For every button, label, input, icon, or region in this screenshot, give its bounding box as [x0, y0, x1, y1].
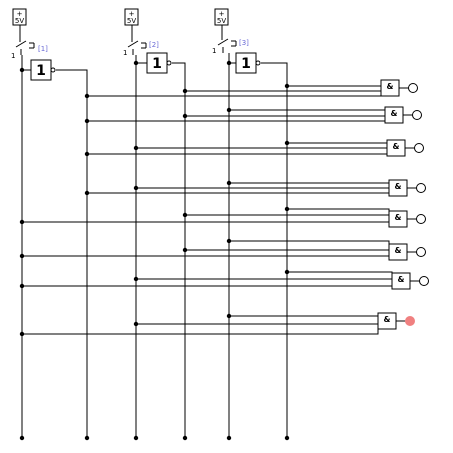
- not-gate-label-2: 1: [152, 56, 162, 72]
- junction-icon: [19, 253, 25, 259]
- and-gate-label: &: [395, 213, 402, 222]
- junction-icon: [133, 145, 139, 151]
- led-icon: [412, 110, 422, 120]
- and-gate-7: &: [391, 272, 429, 290]
- junction-icon: [182, 88, 188, 94]
- and-gate-label: &: [393, 142, 400, 151]
- switch-icon[interactable]: [127, 25, 147, 55]
- junction-icon: [226, 107, 232, 113]
- wires: [21, 53, 393, 438]
- junction-icon: [133, 321, 139, 327]
- led-icon: [416, 247, 426, 257]
- junction-icon: [84, 93, 90, 99]
- junction-icon: [182, 435, 188, 441]
- junction-icon: [284, 206, 290, 212]
- switch-tag-1: [1]: [38, 45, 48, 53]
- and-input-wire: [287, 208, 390, 214]
- led-icon: [408, 83, 418, 93]
- not-gate-3: 1: [235, 52, 261, 74]
- supply-plus-1: +: [17, 10, 23, 18]
- switch-icon[interactable]: [217, 25, 237, 53]
- input-2: + 5V 1 [2]: [123, 8, 159, 57]
- and-gate-8: &: [377, 312, 415, 330]
- and-gate-label: &: [398, 275, 405, 284]
- junction-icon: [133, 60, 139, 66]
- junction-icon: [284, 269, 290, 275]
- junction-icon: [19, 435, 25, 441]
- supply-label-3: 5V: [217, 17, 226, 25]
- junction-icon: [182, 113, 188, 119]
- led-icon: [416, 214, 426, 224]
- led-icon: [405, 316, 415, 326]
- supply-label-1: 5V: [15, 17, 24, 25]
- junction-icon: [19, 331, 25, 337]
- and-gates: & & & & & & & &: [377, 79, 429, 330]
- not-gate-1: 1: [30, 59, 56, 81]
- and-gate-label: &: [391, 109, 398, 118]
- input-3: + 5V 1 [3]: [212, 8, 249, 55]
- junction-icon: [133, 185, 139, 191]
- and-gate-5: &: [388, 210, 426, 228]
- junction-icon: [182, 212, 188, 218]
- junction-icon: [226, 435, 232, 441]
- and-input-wire: [287, 271, 393, 276]
- junction-icon: [84, 151, 90, 157]
- junction-icon: [84, 118, 90, 124]
- switch-tag-3: [3]: [239, 39, 249, 47]
- bus-not-a: [56, 69, 88, 438]
- and-gate-label: &: [395, 246, 402, 255]
- led-icon: [414, 143, 424, 153]
- supply-label-2: 5V: [127, 17, 136, 25]
- junction-icon: [19, 67, 25, 73]
- junction-icon: [19, 219, 25, 225]
- junction-icon: [284, 83, 290, 89]
- not-gate-2: 1: [146, 52, 172, 74]
- junction-icon: [226, 313, 232, 319]
- not-gate-label-3: 1: [241, 56, 251, 72]
- junction-icon: [226, 238, 232, 244]
- junction-icon: [284, 140, 290, 146]
- junction-icon: [19, 283, 25, 289]
- junction-icon: [84, 190, 90, 196]
- supply-plus-3: +: [219, 10, 225, 18]
- junction-icon: [226, 180, 232, 186]
- junction-icon: [226, 60, 232, 66]
- junctions: [19, 60, 290, 441]
- and-gate-3: &: [386, 139, 424, 157]
- and-gate-label: &: [384, 315, 391, 324]
- led-icon: [419, 276, 429, 286]
- junction-icon: [133, 435, 139, 441]
- switch-state-2: 1: [123, 49, 127, 57]
- and-gate-6: &: [388, 243, 426, 261]
- and-gate-2: &: [384, 106, 422, 124]
- switch-icon[interactable]: [15, 25, 35, 55]
- supply-plus-2: +: [129, 10, 135, 18]
- and-input-wire: [229, 240, 390, 247]
- switch-state-3: 1: [212, 47, 216, 55]
- junction-icon: [84, 435, 90, 441]
- bus-not-b: [172, 62, 186, 438]
- and-gate-label: &: [387, 82, 394, 91]
- junction-icon: [182, 247, 188, 253]
- switch-tag-2: [2]: [149, 41, 159, 49]
- junction-icon: [284, 435, 290, 441]
- junction-icon: [133, 276, 139, 282]
- and-gate-1: &: [380, 79, 418, 97]
- led-icon: [416, 183, 426, 193]
- and-gate-label: &: [395, 182, 402, 191]
- input-1: + 5V 1 [1]: [11, 8, 48, 60]
- and-input-wire: [22, 324, 379, 335]
- not-gate-label-1: 1: [36, 63, 46, 79]
- switch-state-1: 1: [11, 52, 15, 60]
- and-gate-4: &: [388, 179, 426, 197]
- bus-not-c: [261, 62, 288, 438]
